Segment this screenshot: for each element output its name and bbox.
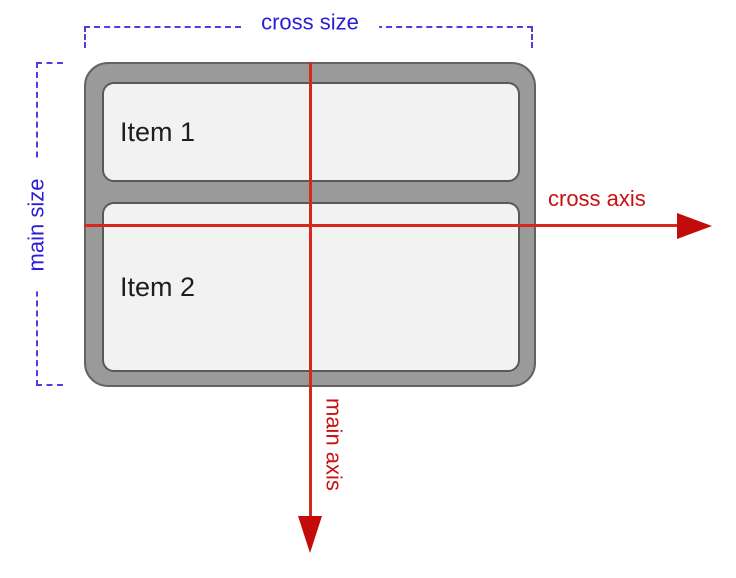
cross-axis-arrowhead-icon [677, 213, 712, 239]
main-axis-label: main axis [321, 398, 347, 491]
main-axis-arrowhead-icon [298, 516, 322, 553]
flex-item-1-label: Item 1 [120, 116, 196, 147]
main-size-label: main size [23, 158, 49, 292]
flex-item-2-label: Item 2 [120, 271, 196, 302]
main-axis-line [309, 62, 312, 518]
cross-axis-label: cross axis [548, 186, 646, 211]
cross-size-label: cross size [241, 9, 379, 35]
cross-axis-line [84, 224, 680, 227]
